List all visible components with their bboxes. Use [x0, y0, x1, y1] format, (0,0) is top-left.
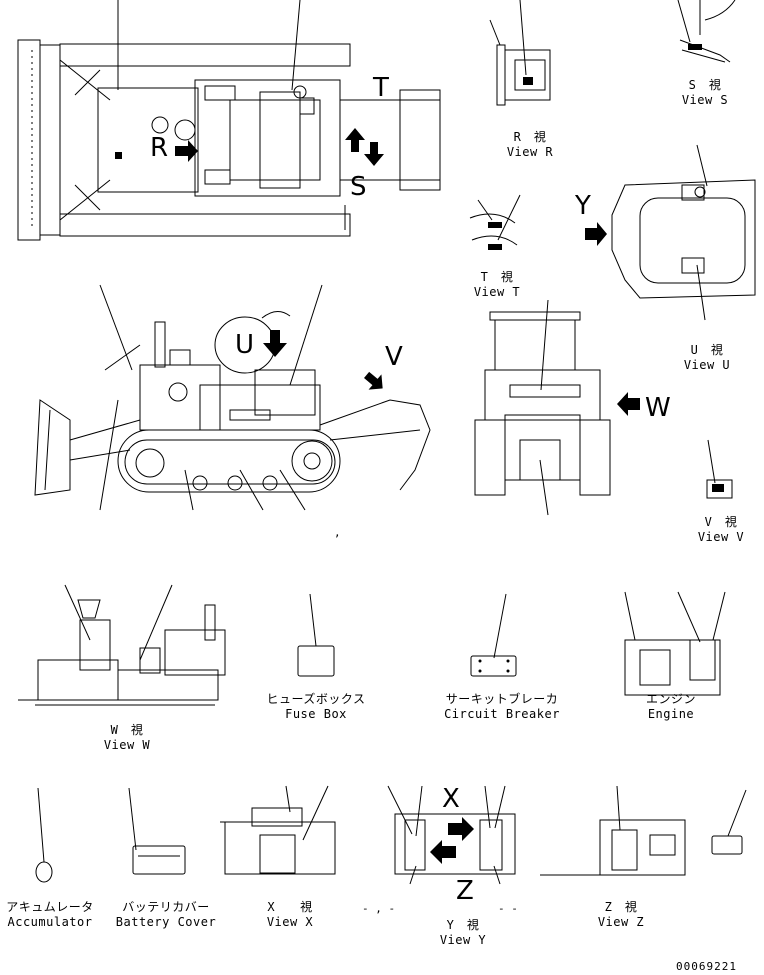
view-r-label: R 視 View R — [495, 130, 565, 160]
view-s-drawing — [677, 0, 736, 63]
top-view-bulldozer — [17, 0, 441, 241]
view-v-en: View V — [697, 530, 745, 544]
circuit-breaker-label: サーキットブレーカ Circuit Breaker — [432, 692, 572, 722]
view-v-label: V 視 View V — [686, 515, 756, 545]
comma-mark: , — [334, 526, 341, 539]
engine-jp: エンジン — [645, 692, 696, 706]
view-x-en: View X — [266, 915, 314, 929]
view-r-en: View R — [506, 145, 554, 159]
view-z-label: Z 視 View Z — [586, 900, 656, 930]
front-view-bulldozer — [474, 299, 640, 516]
accumulator-jp: アキュムレータ — [6, 900, 94, 914]
view-x-drawing — [220, 785, 336, 875]
fuse-box-label: ヒューズボックス Fuse Box — [258, 692, 374, 722]
view-t-jp: T 視 — [480, 270, 514, 284]
fuse-box-drawing — [297, 593, 335, 677]
callout-s: S — [350, 172, 367, 202]
callout-z: Z — [456, 876, 474, 906]
view-u-en: View U — [683, 358, 731, 372]
view-u-label: U 視 View U — [672, 343, 742, 373]
view-x-label: X 視 View X — [252, 900, 328, 930]
circuit-breaker-drawing — [470, 593, 517, 677]
view-w-drawing — [18, 584, 226, 706]
view-y-en: View Y — [439, 933, 487, 947]
view-v-jp: V 視 — [704, 515, 738, 529]
accumulator-label: アキュムレータ Accumulator — [0, 900, 100, 930]
side-view-bulldozer — [34, 284, 431, 511]
view-s-en: View S — [681, 93, 729, 107]
view-t-label: T 視 View T — [462, 270, 532, 300]
dash-mark-z: - - — [498, 902, 518, 915]
view-z-jp: Z 視 — [604, 900, 638, 914]
view-s-jp: S 視 — [688, 78, 722, 92]
view-y-label: Y 視 View Y — [428, 918, 498, 948]
battery-cover-label: バッテリカバー Battery Cover — [106, 900, 226, 930]
view-w-en: View W — [103, 738, 151, 752]
battery-cover-drawing — [128, 787, 186, 875]
view-r-drawing — [489, 0, 551, 106]
view-w-label: W 視 View W — [92, 723, 162, 753]
fuse-box-en: Fuse Box — [285, 707, 347, 721]
view-t-en: View T — [473, 285, 521, 299]
view-y-jp: Y 視 — [446, 918, 480, 932]
view-x-jp: X 視 — [267, 900, 313, 914]
accumulator-drawing — [35, 787, 53, 883]
engine-drawing — [624, 591, 726, 696]
callout-v: V — [385, 342, 403, 372]
view-y-drawing — [387, 785, 516, 885]
battery-cover-en: Battery Cover — [115, 915, 217, 929]
view-z-drawing — [540, 785, 686, 876]
dash-mark-x: - , - — [362, 902, 396, 915]
callout-y: Y — [575, 191, 591, 221]
battery-cover-jp: バッテリカバー — [122, 900, 210, 914]
plate-drawing — [711, 789, 747, 855]
fuse-box-jp: ヒューズボックス — [266, 692, 366, 706]
circuit-breaker-jp: サーキットブレーカ — [445, 692, 559, 706]
view-t-drawing — [469, 194, 521, 250]
callout-r: R — [150, 133, 169, 163]
callout-w: W — [645, 393, 671, 423]
accumulator-en: Accumulator — [7, 915, 93, 929]
engine-en: Engine — [647, 707, 695, 721]
view-z-en: View Z — [597, 915, 645, 929]
view-v-drawing — [706, 439, 733, 499]
drawing-number: 00069221 — [676, 960, 737, 973]
view-r-jp: R 視 — [513, 130, 547, 144]
view-u-jp: U 視 — [690, 343, 724, 357]
circuit-breaker-en: Circuit Breaker — [444, 707, 560, 721]
callout-t: T — [373, 73, 389, 103]
engine-label: エンジン Engine — [630, 692, 712, 722]
view-w-jp: W 視 — [110, 723, 144, 737]
view-s-label: S 視 View S — [670, 78, 740, 108]
view-u-drawing — [585, 144, 756, 321]
callout-x: X — [442, 784, 460, 814]
callout-u: U — [235, 330, 255, 360]
